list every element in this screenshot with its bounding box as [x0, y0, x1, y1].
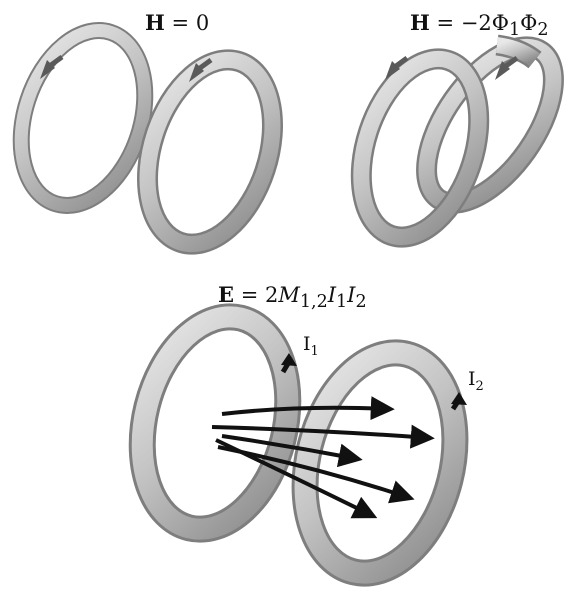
- current-label-2: I2: [468, 368, 484, 394]
- current-letter: I: [468, 368, 476, 390]
- formula-m: M: [278, 283, 300, 307]
- ring-current-1: [121, 301, 309, 544]
- panel-unlinked: [0, 14, 294, 260]
- formula-rhs: 0: [196, 11, 209, 35]
- ring-current-2: [283, 337, 477, 589]
- formula-phi: Φ: [492, 11, 509, 35]
- formula-m-sub: 1,2: [300, 292, 328, 312]
- formula-phi-sub: 1: [509, 20, 520, 40]
- formula-phi: Φ: [520, 11, 537, 35]
- formula-coef: 2: [265, 283, 278, 307]
- panel-hopf-linked: [340, 25, 578, 252]
- current-label-1: I1: [303, 333, 319, 359]
- formula-hopf-linked: H = −2Φ1Φ2: [410, 10, 549, 40]
- formula-lhs: E: [218, 282, 234, 307]
- current-sub: 2: [476, 379, 484, 394]
- formula-i: I: [328, 283, 336, 307]
- formula-i-sub: 2: [355, 292, 366, 312]
- panel-mutual-inductance: [121, 301, 477, 589]
- current-sub: 1: [311, 344, 319, 359]
- formula-mutual-inductance: E = 2M1,2I1I2: [218, 282, 367, 312]
- current-letter: I: [303, 333, 311, 355]
- formula-coef: −2: [461, 11, 492, 35]
- equals-sign: =: [241, 283, 265, 307]
- formula-lhs: H: [145, 10, 165, 35]
- field-arrow: [222, 408, 390, 414]
- equals-sign: =: [172, 11, 196, 35]
- formula-i-sub: 1: [336, 292, 347, 312]
- formula-lhs: H: [410, 10, 430, 35]
- formula-unlinked: H = 0: [145, 10, 209, 35]
- equals-sign: =: [437, 11, 461, 35]
- formula-phi-sub: 2: [537, 20, 548, 40]
